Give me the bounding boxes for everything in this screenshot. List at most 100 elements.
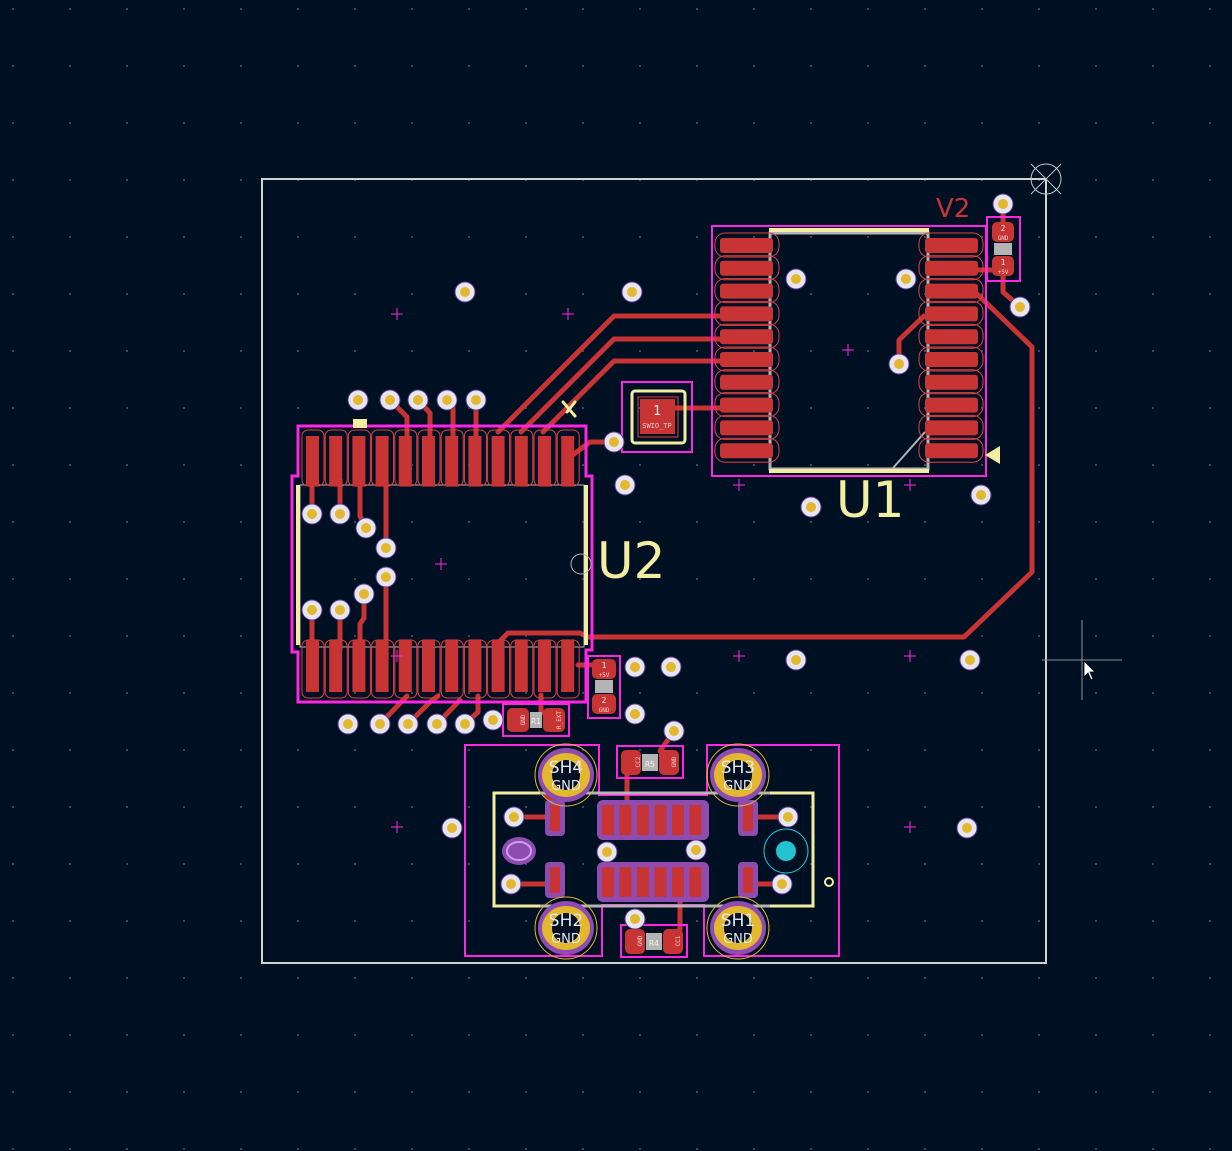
via[interactable] — [785, 649, 807, 671]
r5-pad-2[interactable] — [659, 750, 679, 775]
footprint-u2[interactable]: U2 — [290, 400, 665, 704]
u2-pad[interactable] — [468, 436, 482, 486]
via[interactable] — [959, 649, 981, 671]
r3-pad-1[interactable] — [992, 256, 1014, 276]
via[interactable] — [482, 709, 504, 731]
u1-pad[interactable] — [720, 238, 773, 253]
vias[interactable] — [301, 193, 1031, 930]
u1-pad[interactable] — [925, 306, 978, 322]
via[interactable] — [454, 281, 476, 303]
via[interactable] — [347, 389, 369, 411]
via[interactable] — [353, 583, 375, 605]
u1-pad[interactable] — [720, 283, 773, 299]
via[interactable] — [621, 281, 643, 303]
via[interactable] — [614, 474, 636, 496]
via[interactable] — [624, 908, 646, 930]
via[interactable] — [375, 537, 397, 559]
via[interactable] — [441, 817, 463, 839]
u2-pad[interactable] — [445, 436, 459, 486]
via[interactable] — [771, 873, 793, 895]
via[interactable] — [465, 389, 487, 411]
via[interactable] — [500, 873, 522, 895]
r2-pad-2[interactable] — [592, 694, 616, 714]
u2-pad[interactable] — [561, 436, 575, 486]
via[interactable] — [992, 193, 1014, 215]
r4-pad-1[interactable] — [663, 929, 683, 954]
via[interactable] — [1009, 296, 1031, 318]
u2-pad[interactable] — [468, 640, 482, 692]
via[interactable] — [660, 656, 682, 678]
via[interactable] — [895, 268, 917, 290]
via[interactable] — [329, 503, 351, 525]
u2-pad[interactable] — [352, 436, 366, 486]
u1-pad[interactable] — [925, 443, 978, 459]
via[interactable] — [777, 806, 799, 828]
via[interactable] — [685, 839, 707, 861]
tp-pad[interactable] — [640, 399, 675, 434]
footprint-r2[interactable]: 1 +5V 2 GND — [587, 655, 621, 719]
via[interactable] — [800, 496, 822, 518]
r4-pad-2[interactable] — [625, 929, 645, 954]
u2-pad[interactable] — [375, 436, 389, 486]
r5-pad-1[interactable] — [621, 750, 641, 775]
r1-pad-2[interactable] — [507, 708, 529, 732]
footprint-u1[interactable]: U1 — [711, 225, 1000, 529]
footprint-r4[interactable]: R4 GND CC1 — [620, 924, 688, 958]
u2-pad[interactable] — [306, 640, 319, 692]
via[interactable] — [436, 389, 458, 411]
u2-pad[interactable] — [306, 436, 319, 486]
via[interactable] — [624, 656, 646, 678]
via[interactable] — [426, 713, 448, 735]
via[interactable] — [301, 599, 323, 621]
footprint-r1[interactable]: R1 GND R_EXT — [502, 703, 570, 737]
via[interactable] — [663, 720, 685, 742]
via[interactable] — [454, 713, 476, 735]
u1-pad[interactable] — [925, 374, 978, 390]
u1-pad[interactable] — [925, 329, 978, 345]
via[interactable] — [624, 703, 646, 725]
footprint-r5[interactable]: R5 CC2 GND — [616, 745, 684, 779]
u2-pad[interactable] — [422, 640, 435, 692]
u1-pad[interactable] — [720, 260, 773, 276]
u1-pad[interactable] — [720, 443, 773, 459]
u2-pad[interactable] — [398, 436, 412, 486]
u1-pad[interactable] — [720, 352, 773, 367]
u2-pad[interactable] — [329, 436, 343, 486]
u2-pad[interactable] — [329, 640, 343, 692]
via[interactable] — [888, 353, 910, 375]
via[interactable] — [785, 268, 807, 290]
via[interactable] — [379, 389, 401, 411]
u2-pad[interactable] — [352, 640, 366, 692]
u2-pad[interactable] — [561, 640, 575, 692]
via[interactable] — [375, 566, 397, 588]
u2-pad[interactable] — [375, 640, 389, 692]
footprint-r3[interactable]: 2 GND 1 +5V V2 — [936, 194, 1021, 282]
u2-pad[interactable] — [514, 436, 528, 486]
via[interactable] — [369, 713, 391, 735]
u2-pad[interactable] — [491, 640, 505, 692]
u1-pad[interactable] — [925, 260, 978, 276]
via[interactable] — [301, 503, 323, 525]
r2-pad-1[interactable] — [592, 659, 616, 679]
u1-pad[interactable] — [720, 397, 773, 413]
via[interactable] — [956, 817, 978, 839]
u1-pad[interactable] — [720, 329, 773, 345]
via[interactable] — [355, 517, 377, 539]
u1-pad[interactable] — [720, 374, 773, 390]
via[interactable] — [337, 713, 359, 735]
u2-pad[interactable] — [538, 640, 551, 692]
u2-pad[interactable] — [514, 640, 528, 692]
r3-pad-2[interactable] — [992, 222, 1014, 242]
via[interactable] — [603, 431, 625, 453]
u1-pad[interactable] — [925, 283, 978, 299]
u1-pad[interactable] — [925, 420, 978, 436]
via[interactable] — [503, 806, 525, 828]
via[interactable] — [397, 713, 419, 735]
u1-pad[interactable] — [720, 420, 773, 436]
u1-pad[interactable] — [925, 397, 978, 413]
via[interactable] — [407, 389, 429, 411]
